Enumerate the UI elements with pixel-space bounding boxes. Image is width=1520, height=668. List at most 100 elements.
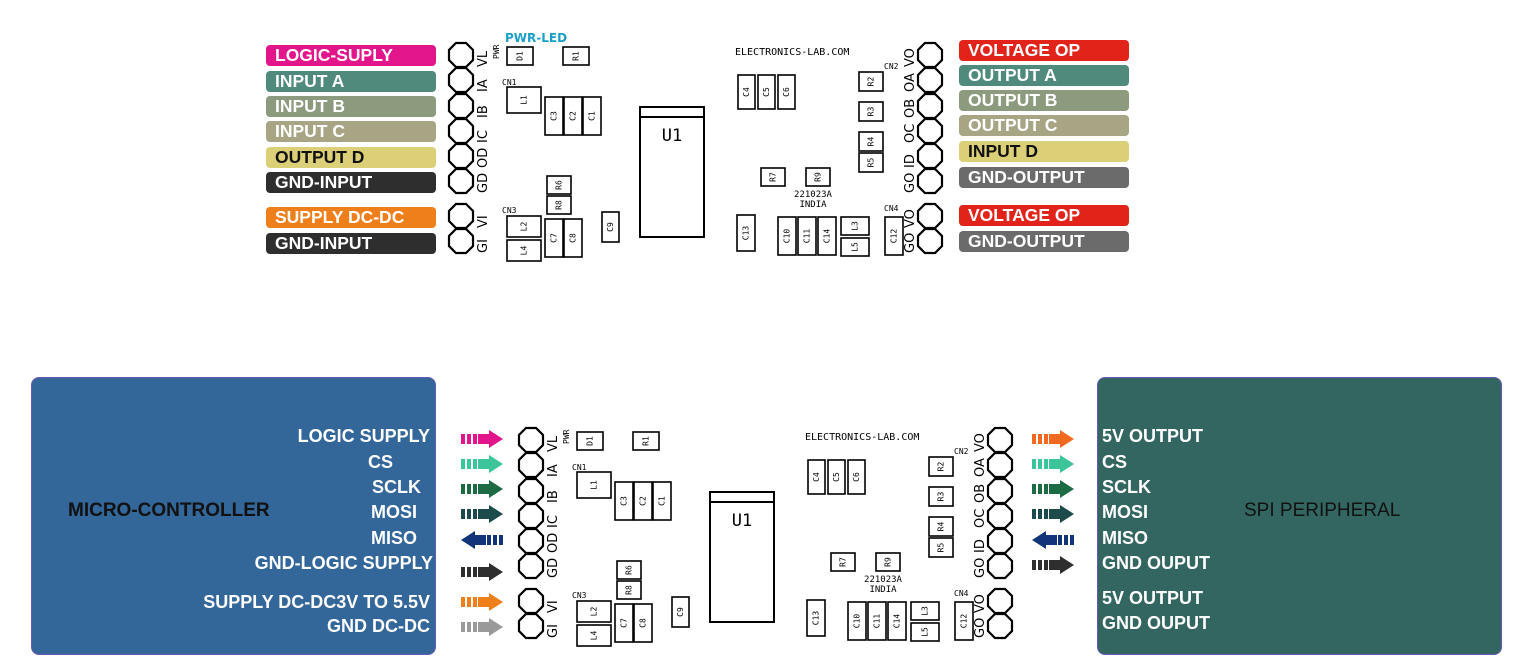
pill-logic-supply: LOGIC-SUPLY bbox=[266, 45, 436, 66]
top-c4-label: C4 bbox=[742, 87, 751, 97]
top-c14-label: C14 bbox=[823, 229, 832, 244]
bottom-pin-right-2: OB bbox=[973, 484, 988, 503]
top-r2 bbox=[858, 71, 884, 92]
top-l4 bbox=[506, 239, 542, 262]
bottom-cn2-text: CN2 bbox=[954, 447, 969, 456]
top-pad-left-3 bbox=[447, 117, 475, 145]
spi-peripheral-block: SPI PERIPHERAL 5V OUTPUT CS SCLK MOSI MI… bbox=[1097, 377, 1502, 655]
top-cn2-text: CN2 bbox=[884, 62, 899, 71]
pill-output-d: OUTPUT D bbox=[266, 147, 436, 168]
bottom-r4 bbox=[928, 516, 954, 537]
top-c5 bbox=[757, 74, 776, 110]
top-pin-left-2: IB bbox=[476, 105, 491, 118]
top-c1 bbox=[582, 96, 602, 136]
bottom-pad-right-1 bbox=[986, 451, 1014, 479]
bottom-pin-right-1: OA bbox=[973, 458, 988, 477]
top-pin-left-0: VL bbox=[476, 50, 491, 67]
top-r7 bbox=[760, 167, 786, 187]
spi-arrow-5-icon bbox=[1032, 556, 1074, 574]
bottom-c10-label: C10 bbox=[853, 614, 862, 629]
top-pin-right-5: GO bbox=[903, 173, 918, 193]
bottom-pad-left-3 bbox=[517, 502, 545, 530]
pill-gnd-output: GND-OUTPUT bbox=[959, 167, 1129, 188]
top-r6-label: R6 bbox=[555, 180, 564, 190]
top-c4 bbox=[737, 74, 756, 110]
spi-label-gnd-ouput-2: GND OUPUT bbox=[1102, 613, 1210, 633]
bottom-r7 bbox=[830, 552, 856, 572]
bottom-l2 bbox=[576, 600, 612, 623]
mcu-arrow-1-icon bbox=[461, 455, 503, 473]
bottom-l4-label: L4 bbox=[590, 631, 599, 641]
mcu-label-supply-dc-dc: SUPPLY DC-DC3V TO 5.5V bbox=[203, 592, 430, 612]
bottom-c9-label: C9 bbox=[676, 607, 685, 617]
spi-arrow-1-icon bbox=[1032, 455, 1074, 473]
bottom-c1 bbox=[652, 481, 672, 521]
bottom-r9 bbox=[875, 552, 901, 572]
bottom-c13 bbox=[806, 599, 826, 637]
top-pin-left-5: GD bbox=[476, 173, 491, 193]
bottom-c7-label: C7 bbox=[620, 618, 629, 628]
spi-arrow-0-icon bbox=[1032, 430, 1074, 448]
pill-output-a: OUTPUT A bbox=[959, 65, 1129, 86]
bottom-l3-label: L3 bbox=[921, 606, 930, 616]
top-code-text: 221023A bbox=[794, 190, 833, 200]
bottom-r6-label: R6 bbox=[625, 565, 634, 575]
bottom-code-text: 221023A bbox=[864, 575, 903, 585]
top-c11-label: C11 bbox=[803, 229, 812, 244]
bottom-c9 bbox=[671, 596, 690, 628]
top-l5 bbox=[840, 237, 870, 257]
bottom-u1-label: U1 bbox=[732, 511, 752, 531]
bottom-c11 bbox=[867, 601, 887, 641]
bottom-pad-right-2 bbox=[986, 477, 1014, 505]
bottom-pin-left-0: VL bbox=[546, 435, 561, 452]
top-pin-left-3: IC bbox=[476, 130, 491, 143]
top-c7-label: C7 bbox=[550, 233, 559, 243]
bottom-r5 bbox=[928, 537, 954, 558]
pill-voltage-op: VOLTAGE OP bbox=[959, 40, 1129, 61]
top-pad-right-2 bbox=[916, 92, 944, 120]
top-c5-label: C5 bbox=[762, 87, 771, 97]
bottom-c3-label: C3 bbox=[620, 496, 629, 506]
top-r9-label: R9 bbox=[814, 172, 823, 182]
top-pad-right2-1 bbox=[916, 227, 944, 255]
bottom-c10 bbox=[847, 601, 867, 641]
bottom-pin-left-2: IB bbox=[546, 490, 561, 503]
spi-label-5v-output-2: 5V OUTPUT bbox=[1102, 588, 1204, 608]
top-pin-left2-1: GI bbox=[476, 239, 491, 253]
bottom-pin-right-4: ID bbox=[973, 539, 988, 553]
bottom-c11-label: C11 bbox=[873, 614, 882, 629]
mcu-label-mosi: MOSI bbox=[370, 502, 417, 522]
spi-label-5v-output: 5V OUTPUT bbox=[1102, 426, 1204, 446]
top-l3 bbox=[840, 216, 870, 236]
pill-gnd-input-2: GND-INPUT bbox=[266, 233, 436, 254]
pill-gnd-input: GND-INPUT bbox=[266, 172, 436, 193]
top-c9-label: C9 bbox=[606, 222, 615, 232]
bottom-l3 bbox=[910, 601, 940, 621]
mcu-arrow-3-icon bbox=[461, 505, 503, 523]
bottom-cn4-text: CN4 bbox=[954, 589, 969, 598]
bottom-pin-left-5: GD bbox=[546, 558, 561, 578]
top-c11 bbox=[797, 216, 817, 256]
top-pad-right-1 bbox=[916, 66, 944, 94]
top-c3-label: C3 bbox=[550, 111, 559, 121]
bottom-country-text: INDIA bbox=[869, 585, 897, 595]
top-pin-right2-1: GO bbox=[903, 233, 918, 253]
pill-supply-dc-dc: SUPPLY DC-DC bbox=[266, 207, 436, 228]
mcu-label-logic-supply: LOGIC SUPPLY bbox=[297, 426, 430, 446]
mcu-arrow-5-icon bbox=[461, 563, 503, 581]
top-pin-right-4: ID bbox=[903, 154, 918, 168]
pill-input-b: INPUT B bbox=[266, 96, 436, 117]
top-c13 bbox=[736, 214, 756, 252]
pill-input-c: INPUT C bbox=[266, 121, 436, 142]
bottom-pin-left-3: IC bbox=[546, 515, 561, 528]
top-pad-right-0 bbox=[916, 41, 944, 69]
bottom-u1-body bbox=[709, 491, 775, 623]
bottom-pad-right-0 bbox=[986, 426, 1014, 454]
top-r1-label: R1 bbox=[572, 51, 581, 61]
bottom-c7 bbox=[614, 603, 634, 643]
spi-arrow-4-icon bbox=[1032, 531, 1074, 549]
spi-peripheral-title: SPI PERIPHERAL bbox=[1244, 500, 1401, 521]
top-pad-left-5 bbox=[447, 167, 475, 195]
top-u1-body bbox=[639, 106, 705, 238]
top-pin-left2-0: VI bbox=[476, 215, 491, 228]
